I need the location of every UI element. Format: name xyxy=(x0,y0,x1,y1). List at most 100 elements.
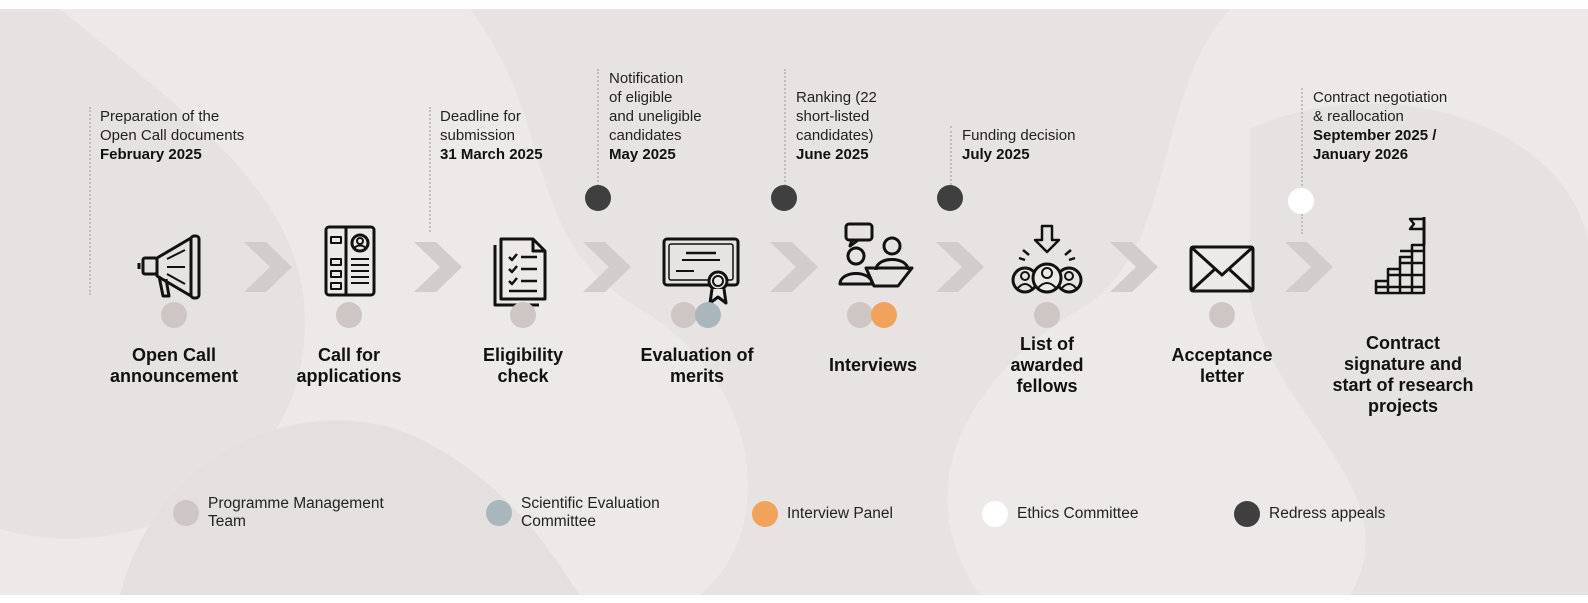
legend-line: Programme Management xyxy=(208,495,384,512)
note-line: candidates xyxy=(609,127,682,144)
legend-label: Ethics Committee xyxy=(1017,505,1138,523)
dotted-connector xyxy=(429,107,431,232)
chevron-arrow-icon xyxy=(244,242,292,292)
responsibility-dot xyxy=(161,302,187,328)
note-line: Funding decision xyxy=(962,127,1076,144)
awarded-fellows-icon xyxy=(1011,224,1083,294)
dotted-connector xyxy=(1301,88,1303,190)
title-line: Contract xyxy=(1365,333,1440,353)
legend-scientific-evaluation: Scientific Evaluation Committee xyxy=(486,495,660,531)
step-title-list-of-awarded-fellows: List of awarded fellows xyxy=(967,334,1127,397)
legend-dot xyxy=(982,501,1008,527)
legend-ethics-committee: Ethics Committee xyxy=(982,501,1138,527)
title-line: Evaluation of xyxy=(640,345,754,365)
megaphone-icon xyxy=(137,234,201,300)
note-date: May 2025 xyxy=(609,146,676,163)
note-step-5: Ranking (22 short-listed candidates) Jun… xyxy=(796,88,877,164)
redress-appeal-dot xyxy=(771,185,797,211)
redress-appeal-dot xyxy=(937,185,963,211)
dotted-connector xyxy=(784,69,786,189)
note-line: and uneligible xyxy=(609,108,702,125)
note-line: Contract negotiation xyxy=(1313,89,1448,106)
legend-dot xyxy=(752,501,778,527)
note-step-1: Preparation of the Open Call documents F… xyxy=(100,107,244,164)
legend-line: Team xyxy=(208,513,246,530)
dotted-connector xyxy=(950,126,952,189)
legend-label: Interview Panel xyxy=(787,505,893,523)
title-line: awarded xyxy=(1010,355,1084,375)
step-title-contract-signature: Contract signature and start of research… xyxy=(1313,333,1493,417)
note-step-3: Deadline for submission 31 March 2025 xyxy=(440,107,543,164)
title-line: Eligibility xyxy=(482,345,563,365)
note-date: 31 March 2025 xyxy=(440,146,543,163)
legend-line: Committee xyxy=(521,513,596,530)
chevron-arrow-icon xyxy=(770,242,818,292)
note-date: February 2025 xyxy=(100,146,202,163)
responsibility-dot xyxy=(336,302,362,328)
note-step-6: Funding decision July 2025 xyxy=(962,126,1075,164)
redress-appeal-dot xyxy=(585,185,611,211)
responsibility-dot xyxy=(847,302,873,328)
title-line: Acceptance xyxy=(1171,345,1273,365)
note-line: candidates) xyxy=(796,127,874,144)
step-title-interviews: Interviews xyxy=(793,355,953,376)
title-line: applications xyxy=(296,366,402,386)
note-line: Open Call documents xyxy=(100,127,245,144)
chevron-arrow-icon xyxy=(414,242,462,292)
responsibility-dot xyxy=(871,302,897,328)
responsibility-dot xyxy=(510,302,536,328)
process-timeline: Preparation of the Open Call documents F… xyxy=(0,9,1588,595)
legend-label: Redress appeals xyxy=(1269,505,1385,523)
step-title-call-for-applications: Call for applications xyxy=(269,345,429,387)
legend-line: Scientific Evaluation xyxy=(521,495,660,512)
legend-label: Scientific Evaluation Committee xyxy=(521,495,660,531)
responsibility-dot xyxy=(671,302,697,328)
title-line: check xyxy=(497,366,549,386)
title-line: List of xyxy=(1020,334,1074,354)
note-date: June 2025 xyxy=(796,146,869,163)
step-title-eligibility-check: Eligibility check xyxy=(443,345,603,387)
step-title-open-call: Open Call announcement xyxy=(94,345,254,387)
title-line: projects xyxy=(1367,396,1439,416)
responsibility-dot xyxy=(1034,302,1060,328)
legend-redress-appeals: Redress appeals xyxy=(1234,501,1385,527)
dotted-connector xyxy=(89,107,91,295)
note-line: submission xyxy=(440,127,516,144)
legend-interview-panel: Interview Panel xyxy=(752,501,893,527)
ethics-committee-dot xyxy=(1288,188,1314,214)
note-step-4: Notification of eligible and uneligible … xyxy=(609,69,702,164)
title-line: signature and xyxy=(1343,354,1463,374)
note-line: Notification xyxy=(609,70,684,87)
note-line: Preparation of the xyxy=(100,108,220,125)
checklist-icon xyxy=(493,237,547,307)
note-date: January 2026 xyxy=(1313,146,1409,163)
step-title-evaluation-of-merits: Evaluation of merits xyxy=(617,345,777,387)
note-line: short-listed xyxy=(796,108,870,125)
chevron-arrow-icon xyxy=(1110,242,1158,292)
background-swirls xyxy=(0,9,1588,595)
step-title-acceptance-letter: Acceptance letter xyxy=(1142,345,1302,387)
chevron-arrow-icon xyxy=(1285,242,1333,292)
legend-line: Redress appeals xyxy=(1269,505,1386,522)
legend-label: Programme Management Team xyxy=(208,495,384,531)
title-line: start of research xyxy=(1332,375,1474,395)
legend-dot xyxy=(486,500,512,526)
title-line: letter xyxy=(1199,366,1244,386)
chevron-arrow-icon xyxy=(936,242,984,292)
growth-stairs-flag-icon xyxy=(1374,217,1426,295)
note-line: of eligible xyxy=(609,89,673,106)
title-line: Open Call xyxy=(131,345,216,365)
note-date: July 2025 xyxy=(962,146,1030,163)
note-date: September 2025 / xyxy=(1313,127,1437,144)
responsibility-dot xyxy=(1209,302,1235,328)
dotted-connector xyxy=(1301,214,1303,234)
title-line: Call for xyxy=(317,345,380,365)
interview-icon xyxy=(838,222,914,288)
dotted-connector xyxy=(597,69,599,189)
note-line: Ranking (22 xyxy=(796,89,877,106)
title-line: fellows xyxy=(1016,376,1078,396)
title-line: announcement xyxy=(109,366,238,386)
legend-dot xyxy=(1234,501,1260,527)
chevron-arrow-icon xyxy=(583,242,631,292)
legend-line: Ethics Committee xyxy=(1017,505,1139,522)
